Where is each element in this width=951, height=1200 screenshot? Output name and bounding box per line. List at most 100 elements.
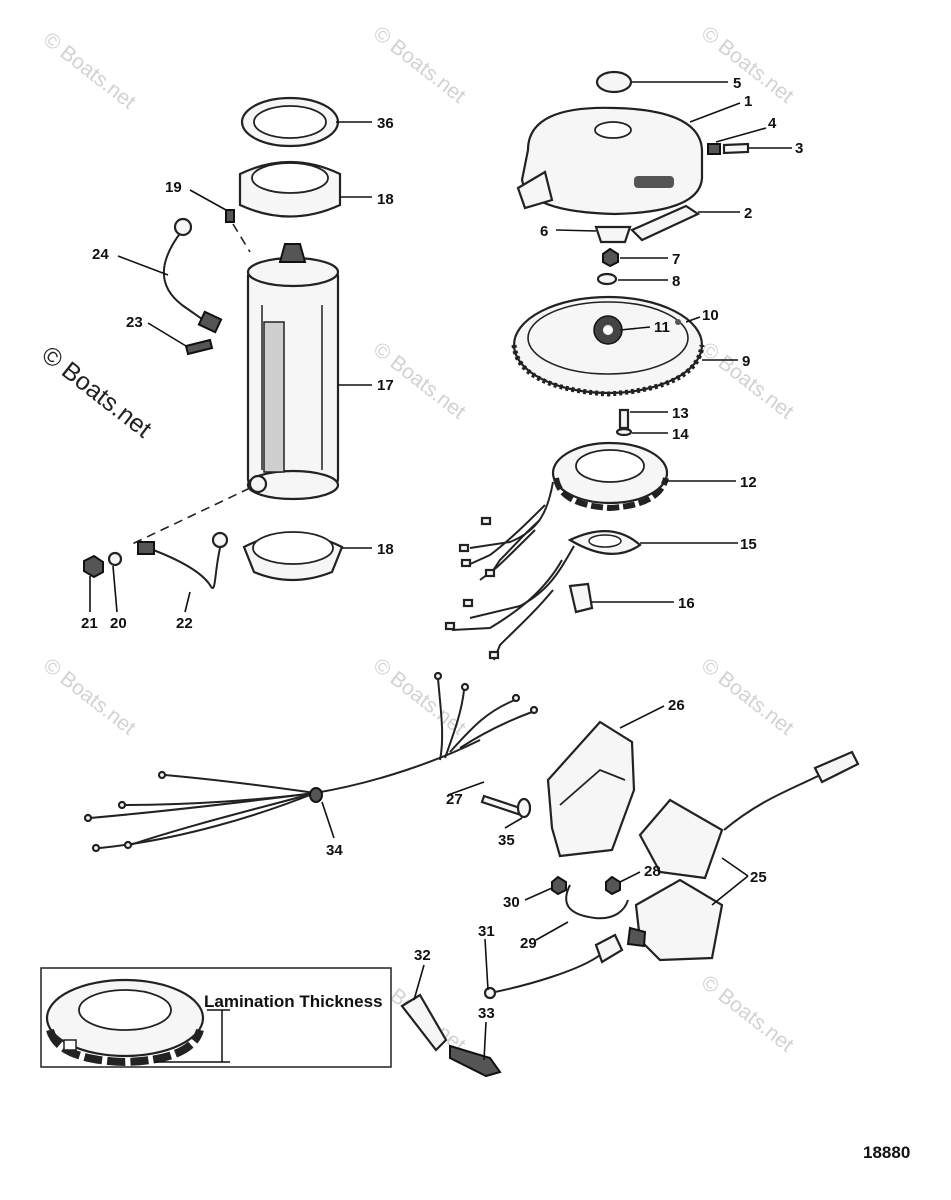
watermark: © Boats.net [39,28,140,114]
callout-35: 35 [498,832,515,849]
callout-8: 8 [672,273,680,290]
callout-32: 32 [414,947,431,964]
part-6-hub [594,225,632,244]
part-23-bolt [184,338,214,356]
callout-6: 6 [540,223,548,240]
callout-19: 19 [165,179,182,196]
part-30-nut [551,875,567,896]
part-8-washer [596,272,618,286]
assembly-line [129,487,251,546]
starter-terminal [248,474,268,494]
lamination-inset: Lamination Thickness [40,967,392,1068]
figure-number: 18880 [863,1143,910,1162]
watermark: © Boats.net [697,654,798,740]
assembly-line [232,223,251,253]
part-14-washer [615,427,633,437]
callout-16: 16 [678,595,695,612]
part-5-cap [595,70,633,94]
callout-4: 4 [768,115,777,132]
part-35-washer [516,797,532,819]
flywheel-group [444,70,750,661]
callout-12: 12 [740,474,757,491]
lead-boot [813,750,860,784]
harness-branch [459,711,533,749]
callout-23: 23 [126,314,143,331]
part-19-screw [225,209,235,223]
callout-36: 36 [377,115,394,132]
harness-branch [437,677,444,761]
trigger-wires [451,559,563,631]
part-3-screw [722,142,750,155]
harness-branch [449,699,516,753]
callout-2: 2 [744,205,752,222]
part-16-clip [568,582,594,614]
callout-34: 34 [326,842,343,859]
inset-title: Lamination Thickness [204,992,383,1011]
stator-wires [467,504,546,566]
part-2-strap [630,204,701,242]
watermark: © Boats.net [369,22,470,108]
stator-wires [489,519,541,576]
callout-25: 25 [750,869,767,886]
callout-1: 1 [744,93,752,110]
lead-boot [594,933,624,964]
callout-5: 5 [733,75,741,92]
watermark-large: © Boats.net [36,341,157,444]
cable-eyelet [211,531,229,549]
callout-28: 28 [644,863,661,880]
trigger-wires [469,545,575,619]
part-34-harness [89,739,481,819]
trigger-wires [493,589,554,661]
callout-10: 10 [702,307,719,324]
watermark: © Boats.net [697,971,798,1057]
callout-31: 31 [478,923,495,940]
callout-22: 22 [176,615,193,632]
part-25-coil [634,878,724,962]
watermark: © Boats.net [39,654,140,740]
callout-30: 30 [503,894,520,911]
starter-motor-group [83,96,344,589]
cable-eyelet [173,217,193,237]
callout-14: 14 [672,426,689,443]
callout-26: 26 [668,697,685,714]
callout-21: 21 [81,615,98,632]
watermark: © Boats.net [697,338,798,424]
part-31-lead [489,954,601,994]
harness-clamp [309,787,323,803]
cover-bracket [516,170,554,210]
cable-terminal [197,310,223,334]
callout-9: 9 [742,353,750,370]
part-24-cable [162,231,211,326]
harness-branch [444,689,465,759]
part-13-screw [618,408,630,430]
callout-11: 11 [654,319,670,336]
leader-lines [89,81,792,1061]
starter-pinion [278,243,307,263]
harness-branch [164,774,316,794]
harness-branch [129,792,316,846]
callout-24: 24 [92,246,109,263]
part-4-washer [707,143,721,155]
coil-terminal [626,926,647,948]
callouts: 36 18 19 24 23 17 18 21 20 22 5 1 4 3 2 … [81,75,803,1022]
cable-terminal [137,541,155,555]
part-20-washer [107,551,123,567]
callout-29: 29 [520,935,537,952]
callout-27: 27 [446,791,463,808]
part-28-nut [605,875,621,896]
part-25-switch-box [638,798,724,880]
callout-17: 17 [377,377,394,394]
callout-18-upper: 18 [377,191,394,208]
callout-33: 33 [478,1005,495,1022]
callout-3: 3 [795,140,803,157]
part-29-ground-wire [565,884,629,920]
callout-7: 7 [672,251,680,268]
part-26-bracket [546,720,636,858]
harness-branch [124,792,316,806]
coil-lead [723,774,821,831]
starter-bottom [246,469,340,501]
stator-wires [479,529,536,581]
part-33-spark-plug [449,1044,502,1078]
callout-18-lower: 18 [377,541,394,558]
